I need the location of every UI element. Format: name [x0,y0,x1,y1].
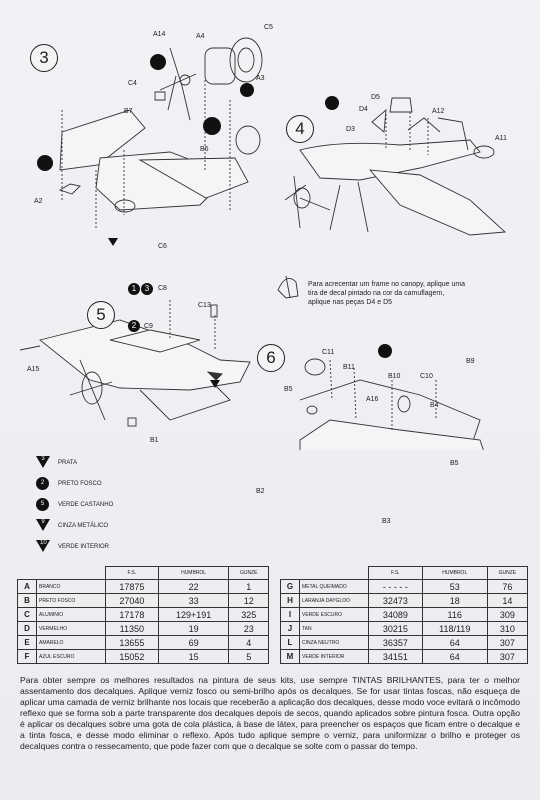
part-label-b4: B4 [430,402,439,409]
part-label-a4: A4 [196,33,205,40]
part-label-b11: B11 [343,364,355,371]
col-header-fs: F.S. [368,566,423,580]
legend-row: 3 PRATA [36,452,113,473]
step3-drawing [58,37,263,230]
legend-label: VERDE CASTANHO [58,501,114,508]
part-label-b6: B6 [200,146,209,153]
canopy-frame-note: Para acrecentar um frame no canopy, apli… [308,281,466,306]
step-number-4: 4 [286,115,314,143]
step-number-3: 3 [30,44,58,72]
part-label-a3: A3 [256,75,265,82]
callout-2: 2 [128,320,140,332]
part-label-a12: A12 [432,108,445,115]
col-header-humbrol: HUMBROL [157,566,230,580]
paint-circle-icon: 5 [36,497,50,512]
part-label-b5-bottom: B5 [450,460,459,467]
legend-label: CINZA METÁLICO [58,522,109,529]
col-header-fs: F.S. [105,566,159,580]
legend-label: PRETO FOSCO [58,480,102,487]
part-label-c8: C8 [158,285,167,292]
part-label-b9: B9 [466,358,475,365]
legend-row: 10 VERDE INTERIOR [36,536,113,557]
step-number-5: 5 [87,301,115,329]
part-label-c6: C6 [158,243,167,250]
legend-row: 5 VERDE CASTANHO [36,494,113,515]
col-header-humbrol: HUMBROL [421,566,488,580]
table-header-row: F.S. HUMBROL GUNZE [281,566,529,580]
part-label-c11: C11 [322,349,335,356]
paint-circle-icon: 2 [36,476,50,491]
legend-label: PRATA [58,459,78,466]
part-label-a11: A11 [495,135,507,142]
callout-3: 3 [141,283,153,295]
part-label-d5: D5 [371,94,380,101]
legend-label: VERDE INTERIOR [58,543,110,550]
step4-drawing [284,97,507,236]
part-label-b5-top: B5 [284,386,293,393]
col-header-gunze: GUNZE [228,566,269,580]
paint-triangle-icon: 9 [36,518,50,533]
part-label-a15: A15 [27,366,40,373]
part-label-d3: D3 [346,126,355,133]
part-label-b1: B1 [150,437,159,444]
legend-row: 2 PRETO FOSCO [36,473,113,494]
step5-drawing [19,300,251,427]
part-label-c9: C9 [144,323,153,330]
legend-row: 9 CINZA METÁLICO [36,515,113,536]
part-label-b3: B3 [382,518,391,525]
part-label-d4: D4 [359,106,368,113]
callout-1: 1 [128,283,140,295]
step-number-6: 6 [257,344,285,372]
part-label-b10: B10 [388,373,401,380]
part-label-b2: B2 [256,488,265,495]
canopy-frame-drawing [277,275,299,299]
paint-triangle-icon: 3 [36,455,50,470]
table-header-row: F.S. HUMBROL GUNZE [18,566,269,580]
painting-instructions-text: Para obter sempre os melhores resultados… [20,675,520,751]
part-label-a16: A16 [366,396,379,403]
step6-drawing [299,358,484,450]
color-legend: 3 PRATA 2 PRETO FOSCO 5 VERDE CASTANHO 9… [36,452,113,557]
part-label-a14: A14 [153,31,166,38]
part-label-c13: C13 [198,302,211,309]
part-label-c5: C5 [264,24,273,31]
part-label-c4: C4 [128,80,137,87]
col-header-gunze: GUNZE [486,566,529,580]
part-label-c10: C10 [420,373,433,380]
assembly-drawings [19,37,507,450]
part-label-b7: B7 [124,108,133,115]
part-label-a2: A2 [34,198,43,205]
paint-triangle-icon: 10 [36,539,50,554]
